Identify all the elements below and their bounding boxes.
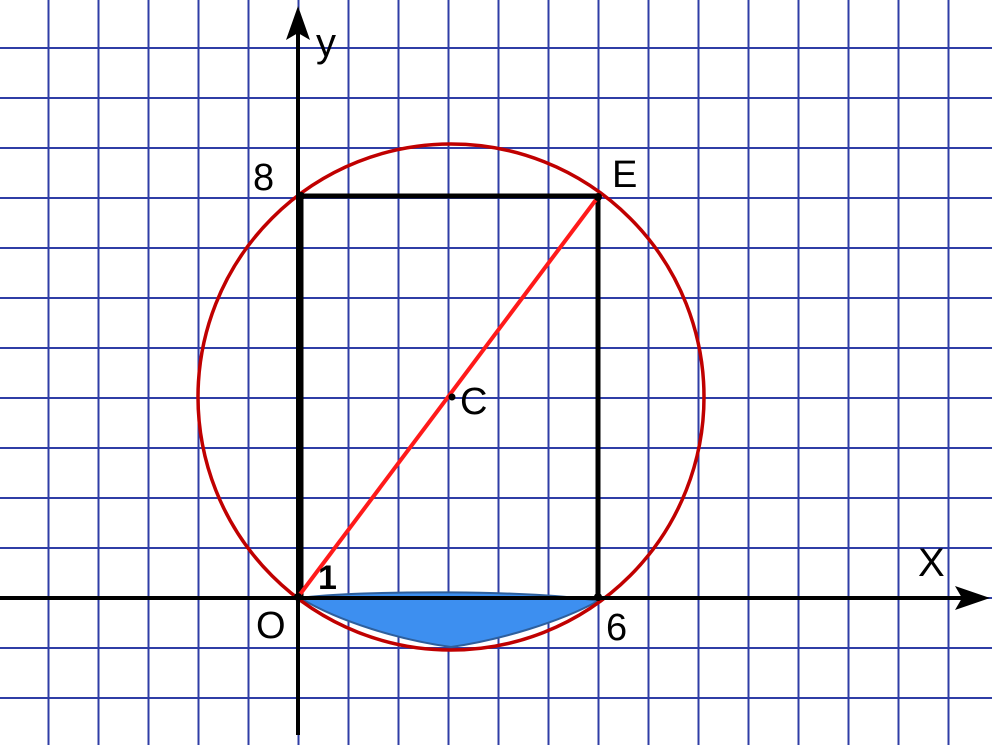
origin-label: O <box>256 605 286 647</box>
tick-label-8: 8 <box>253 157 274 199</box>
y-axis-arrow-icon <box>286 6 310 40</box>
x-axis-label: X <box>918 541 945 585</box>
circumscribed-circle <box>196 142 706 652</box>
diagonal-oe <box>296 195 600 599</box>
point-e <box>594 193 602 201</box>
point-c <box>448 393 456 401</box>
x-axis-arrow-icon <box>955 586 990 610</box>
point-8 <box>297 192 305 200</box>
point-origin <box>294 593 302 601</box>
point-c-label: C <box>460 381 487 423</box>
rectangle <box>298 193 601 597</box>
unit-label: 1 <box>318 559 337 597</box>
point-6 <box>594 593 602 601</box>
point-e-label: E <box>612 154 637 196</box>
tick-label-6: 6 <box>606 607 627 649</box>
shaded-segment <box>297 591 601 649</box>
y-axis-label: y <box>316 21 336 65</box>
